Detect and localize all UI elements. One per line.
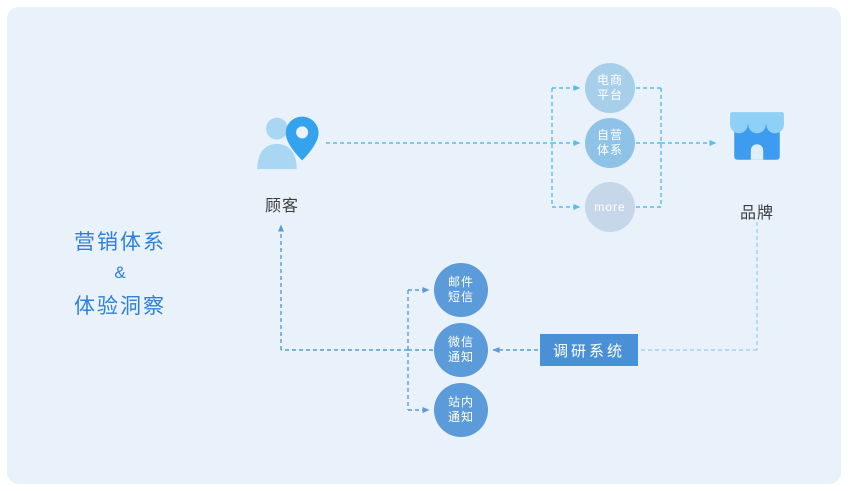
notification-onsite: 站内 通知	[434, 383, 488, 437]
diagram-title-ampersand: &	[114, 263, 126, 282]
notification-label-line2: 短信	[447, 290, 474, 304]
channel-self-operated: 自营 体系	[585, 118, 635, 168]
notification-label-line2: 通知	[447, 350, 474, 364]
channel-label-line2: 平台	[596, 88, 623, 102]
notification-label-line2: 通知	[447, 410, 474, 424]
diagram-title-line1: 营销体系	[74, 231, 166, 254]
survey-system-box: 调研系统	[540, 334, 638, 366]
brand-label: 品牌	[739, 205, 774, 222]
customer-icon	[257, 116, 319, 170]
diagram-title: 营销体系 & 体验洞察	[46, 226, 194, 320]
notification-label-line1: 邮件	[447, 275, 474, 289]
diagram-panel	[7, 7, 841, 484]
notification-label-line1: 微信	[447, 335, 474, 349]
store-icon	[730, 112, 784, 160]
notification-label-line1: 站内	[447, 395, 474, 409]
notification-wechat: 微信 通知	[434, 323, 488, 377]
channel-label-line1: 电商	[596, 73, 623, 87]
customer-node	[254, 110, 324, 180]
customer-label: 顾客	[264, 198, 299, 215]
diagram-title-line2: 体验洞察	[74, 295, 166, 318]
brand-node	[723, 108, 791, 168]
channel-label-line1: 自营	[596, 128, 623, 142]
notification-email-sms: 邮件 短信	[434, 263, 488, 317]
channel-ecommerce-platform: 电商 平台	[585, 63, 635, 113]
channel-label-line2: 体系	[596, 143, 623, 157]
channel-more: more	[585, 182, 635, 232]
channel-label-line1: more	[594, 199, 626, 214]
